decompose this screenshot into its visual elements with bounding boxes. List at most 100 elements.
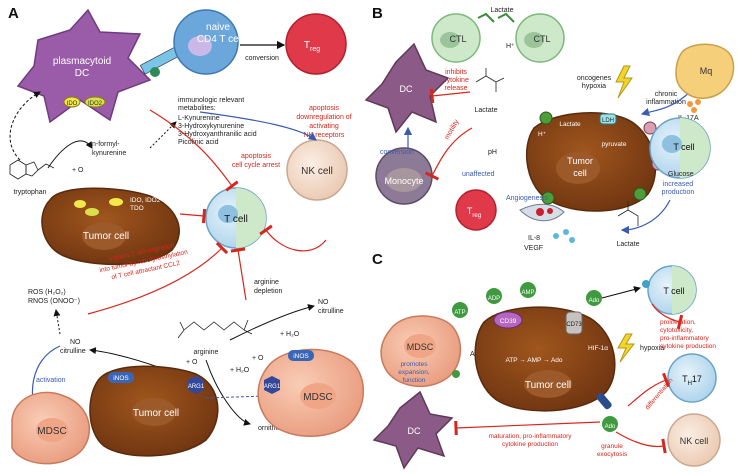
cd73-enzyme — [565, 311, 583, 335]
atp-label: ATP — [454, 310, 465, 316]
amp-molecule — [520, 282, 536, 298]
mdsc-c-label: MDSC — [407, 342, 434, 352]
rbc-2 — [547, 208, 553, 214]
nk-apoptosis-1: apoptosis — [309, 105, 339, 112]
promotes-3: function — [403, 377, 426, 384]
inhibits-3: release — [445, 85, 468, 92]
lactate-bottom-label: Lactate — [617, 241, 640, 248]
activation-label: activation — [36, 377, 66, 384]
panel-b-label: B — [372, 5, 383, 22]
maturation-2: cytokine production — [502, 441, 558, 448]
adp-label: ADP — [488, 296, 500, 302]
lactate-label-b: Lactate — [475, 107, 498, 114]
ado-to-tcell-arrow — [601, 286, 641, 299]
nformyl-2: kynurenine — [92, 150, 126, 157]
lactate-top-label: Lactate — [491, 7, 514, 14]
lactate-bottom-molecule — [617, 202, 639, 226]
ado-molecule — [586, 290, 602, 306]
no-cit-right-2: citrulline — [318, 308, 344, 315]
tumor-bottom-nucleus — [132, 398, 176, 426]
pdc-label-line2: DC — [75, 68, 89, 79]
inos-label-mdsc: iNOS — [293, 353, 309, 360]
cd39-enzyme — [493, 311, 523, 329]
no-cit-left-1: NO — [70, 339, 81, 346]
inhibit-dc-maturation — [454, 420, 601, 436]
o2-label-2: + O — [186, 359, 198, 366]
dc-c-label: DC — [408, 426, 421, 436]
ido-enzyme-marker — [63, 96, 81, 108]
metabolite-2: 3-Hydroxykynurenine — [178, 123, 244, 130]
no-cit-left-2: citrulline — [60, 348, 86, 355]
ctl-1-label: CTL — [449, 34, 466, 44]
no-cit-right-1: NO — [318, 299, 329, 306]
metabolite-dashed-arrow — [149, 121, 177, 149]
nk-apoptosis-4: NK receptors — [304, 132, 345, 139]
ido-enzymes-1: IDO, IDO2 or — [130, 197, 169, 204]
inhibit-arginine-to-tcell — [230, 247, 247, 301]
dc-b-label: DC — [400, 84, 413, 94]
cytokine-dot-2 — [695, 99, 701, 105]
mct-transporter-3 — [633, 187, 647, 201]
inhibit-th17-differentiation — [627, 372, 670, 407]
panel-c-label: C — [372, 251, 383, 268]
granule-2: exocytosis — [597, 451, 628, 458]
promotes-2: expansion, — [398, 369, 430, 376]
h2o-right: + H₂O — [280, 331, 300, 338]
chronic-2: inflammation — [646, 99, 686, 106]
tumor-b-nucleus — [556, 152, 600, 184]
inhibit-ros-to-tcell — [87, 241, 229, 315]
tumor-cell-label-a1: Tumor cell — [83, 231, 129, 242]
arg1-label-mdsc: ARG1 — [264, 384, 281, 390]
proliferation-4: cytokine production — [660, 343, 716, 350]
h-plus-1: H⁺ — [506, 43, 515, 50]
conversion-label: conversion — [245, 55, 279, 62]
arg1-enzyme-mdsc — [264, 376, 280, 394]
vegf-dot-3 — [569, 237, 575, 243]
inhibit-lactate-to-dc — [429, 88, 471, 104]
metabolite-4: Picolinic acid — [178, 139, 219, 146]
tryptophan-structure — [9, 159, 55, 180]
th17-label: TH17 — [682, 374, 702, 387]
metabolite-to-nk-arrow — [199, 111, 317, 141]
tumor-c-nucleus — [524, 370, 572, 398]
nk-cell-c — [667, 413, 721, 467]
h-plus-in-tumor: H⁺ — [538, 131, 547, 138]
granule-1: granule — [601, 443, 623, 450]
ado-molecule-2 — [602, 416, 618, 432]
lactate-in-tumor: Lactate — [559, 121, 581, 128]
inhibit-tumor-to-tcell — [179, 208, 207, 224]
macrophage-cell — [675, 43, 735, 99]
ldh-enzyme — [599, 113, 617, 125]
lactate-molecule — [475, 68, 505, 92]
t-apoptosis-1: apoptosis — [241, 153, 271, 160]
tumor-b-label-1: Tumor — [567, 156, 593, 166]
cd73-label: CD73 — [566, 322, 582, 328]
cytokine-dot-1 — [687, 101, 693, 107]
ctl-2-label: CTL — [533, 34, 550, 44]
tryptophan-conversion-arrow — [47, 140, 93, 169]
o2-label-3: + O — [252, 355, 264, 362]
arginine-structure — [177, 319, 253, 339]
ido2-enzyme-marker — [84, 96, 106, 108]
cytokine-dot-3 — [691, 107, 697, 113]
hypoxia-c-label: hypoxia — [640, 345, 664, 352]
angiogenesis-label: Angiogenesis — [506, 195, 549, 202]
unaffected-label: unaffected — [462, 171, 495, 178]
ido-spot-1 — [74, 200, 86, 208]
treg-cell-b — [455, 189, 497, 231]
naive-t-cell-nucleus — [188, 36, 212, 56]
arginine-to-no-right-arrow — [229, 304, 315, 341]
plasmacytoid-dc-cell — [16, 8, 152, 124]
nk-apoptosis-2: downregulation of — [296, 114, 351, 121]
arg1-label-tumor: ARG1 — [188, 384, 205, 390]
mdsc-c-nucleus — [404, 334, 436, 358]
monocyte-label: Monocyte — [384, 176, 423, 186]
ornithine-label: ornithine — [258, 425, 285, 432]
oncogenes-2: hypoxia — [582, 83, 606, 90]
mdsc-right-nucleus — [300, 383, 336, 409]
pyruvate-label: pyruvate — [602, 141, 627, 148]
metabolites-title-2: metabolites: — [178, 105, 216, 112]
atp-molecule — [452, 302, 468, 318]
t-cell-a-label: T cell — [224, 214, 248, 225]
